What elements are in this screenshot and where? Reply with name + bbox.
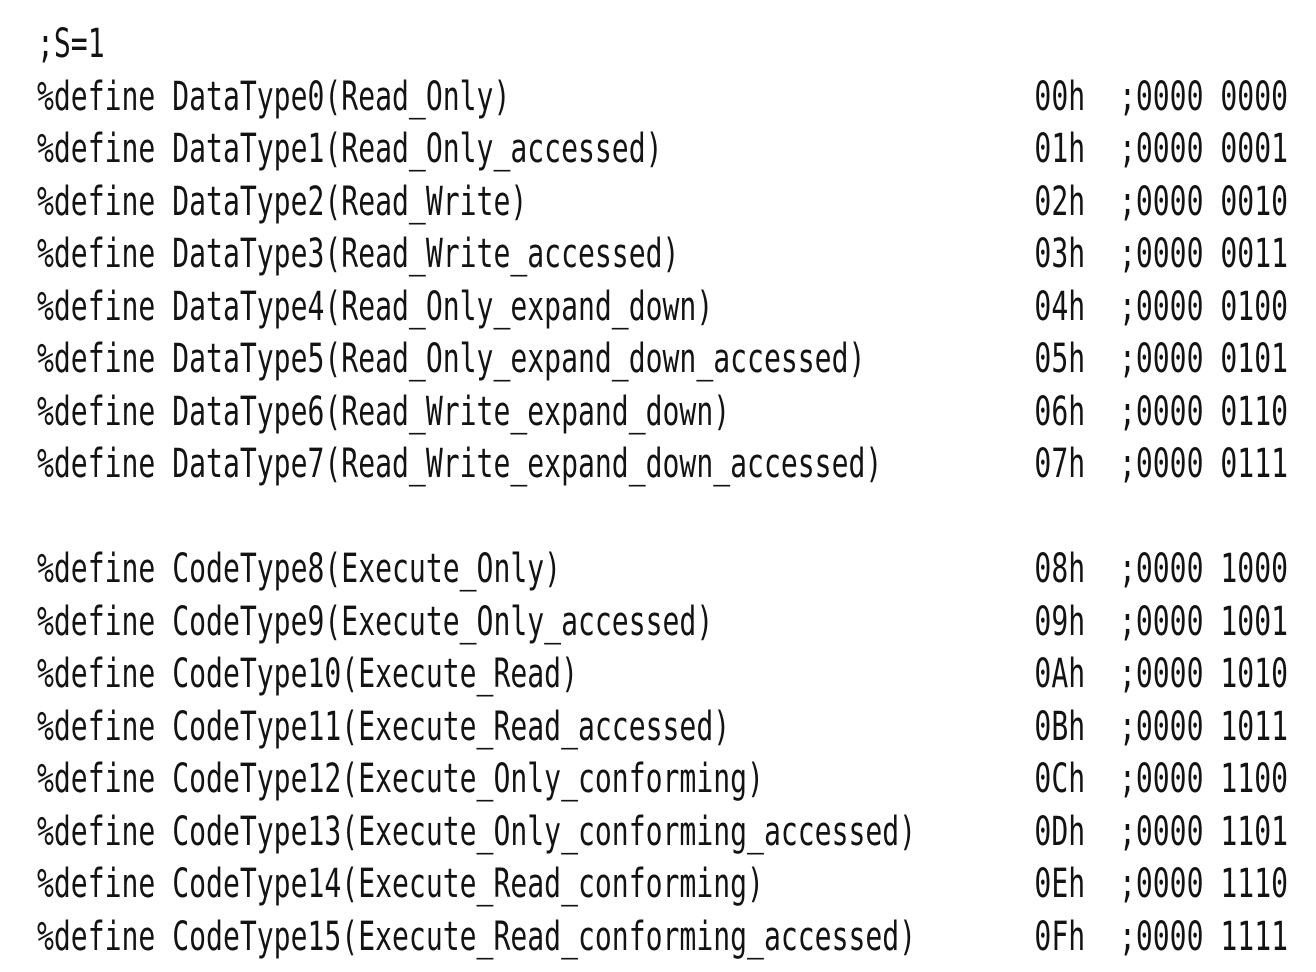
blank-line: [37, 491, 1288, 544]
define-line: %define CodeType15(Execute_Read_conformi…: [37, 913, 1289, 960]
data-type-defines-block: %define DataType0(Read_Only) 00h ;0000 0…: [37, 71, 1288, 491]
define-line: %define CodeType11(Execute_Read_accessed…: [37, 703, 1289, 750]
define-line: %define DataType3(Read_Write_accessed) 0…: [37, 231, 1289, 277]
define-line: %define CodeType13(Execute_Only_conformi…: [37, 808, 1289, 855]
define-line: %define CodeType10(Execute_Read) 0Ah ;00…: [37, 651, 1289, 697]
code-listing: ;S=1 %define DataType0(Read_Only) 00h ;00…: [37, 18, 1288, 963]
define-line: %define CodeType12(Execute_Only_conformi…: [37, 756, 1289, 802]
header-comment-line: ;S=1: [37, 21, 105, 67]
define-line: %define DataType2(Read_Write) 02h ;0000 …: [37, 178, 1289, 225]
define-line: %define DataType4(Read_Only_expand_down)…: [37, 283, 1289, 330]
define-line: %define DataType1(Read_Only_accessed) 01…: [37, 126, 1289, 172]
define-line: %define DataType0(Read_Only) 00h ;0000 0…: [37, 73, 1289, 120]
code-type-defines-block: %define CodeType8(Execute_Only) 08h ;000…: [37, 543, 1288, 963]
define-line: %define DataType5(Read_Only_expand_down_…: [37, 336, 1289, 382]
define-line: %define CodeType9(Execute_Only_accessed)…: [37, 598, 1289, 645]
define-line: %define DataType7(Read_Write_expand_down…: [37, 441, 1289, 487]
define-line: %define DataType6(Read_Write_expand_down…: [37, 388, 1289, 435]
define-line: %define CodeType8(Execute_Only) 08h ;000…: [37, 546, 1289, 592]
define-line: %define CodeType14(Execute_Read_conformi…: [37, 861, 1289, 907]
